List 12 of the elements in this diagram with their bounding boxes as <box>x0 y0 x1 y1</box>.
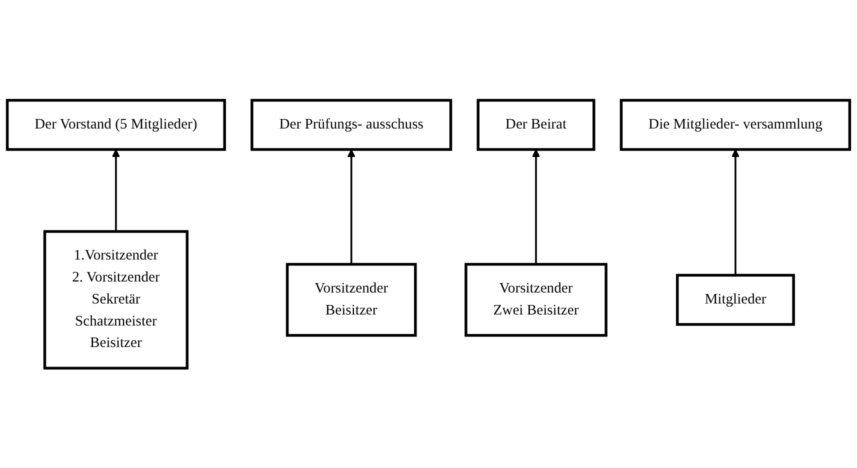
node-box: Der Vorstand (5 Mitglieder) <box>6 98 226 151</box>
arrow <box>532 148 540 264</box>
node-box: Der Prüfungs- ausschuss <box>250 98 452 151</box>
node-box: Die Mitglieder- versammlung <box>620 98 852 151</box>
arrow <box>731 148 740 275</box>
arrow <box>112 148 120 232</box>
node-box: Vorsitzender Beisitzer <box>286 262 417 336</box>
node-box: Der Beirat <box>476 98 596 151</box>
node-box: 1.Vorsitzender 2. Vorsitzender Sekretär Schatzmeister Beisitzer <box>43 230 189 370</box>
node-box: Vorsitzender Zwei Beisitzer <box>464 262 608 336</box>
node-box: Mitglieder <box>676 274 795 326</box>
arrow <box>347 148 356 264</box>
